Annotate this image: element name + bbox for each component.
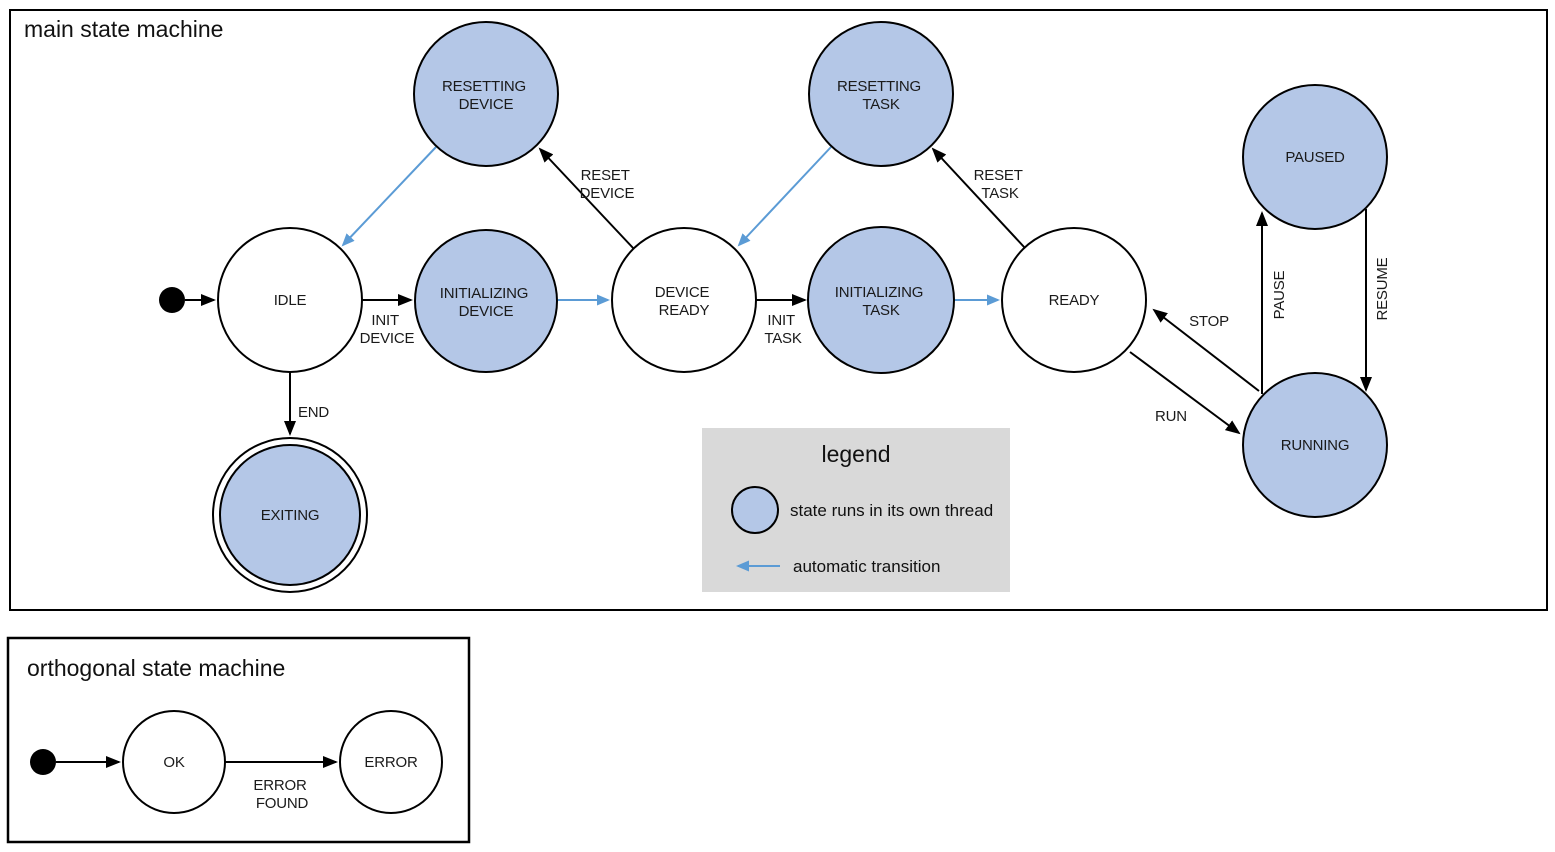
transition-label: RESET TASK xyxy=(974,167,1027,202)
initial-state-dot xyxy=(159,287,185,313)
state-circle xyxy=(807,226,955,374)
transition-label: RESUME xyxy=(1374,257,1391,320)
transition-auto-resetting-device-to-idle xyxy=(341,146,437,247)
state-paused: PAUSED xyxy=(1242,84,1388,230)
state-circle xyxy=(808,21,954,167)
state-label: DEVICE READY xyxy=(655,284,714,319)
state-label: RUNNING xyxy=(1281,437,1350,454)
initial-state-dot xyxy=(30,749,56,775)
transition-reset-task: RESET TASK xyxy=(931,147,1027,249)
state-initializing-task: INITIALIZING TASK xyxy=(807,226,955,374)
orthogonal-panel-title: orthogonal state machine xyxy=(27,655,285,681)
state-circle xyxy=(217,227,363,373)
transition-label: INIT TASK xyxy=(764,312,801,347)
transition-resume: RESUME xyxy=(1360,209,1391,392)
transition-init-device: INIT DEVICE xyxy=(360,294,415,347)
state-circle xyxy=(1242,84,1388,230)
state-resetting-task: RESETTING TASK xyxy=(808,21,954,167)
transition-end: END xyxy=(284,372,330,436)
state-idle: IDLE xyxy=(217,227,363,373)
state-label: RESETTING TASK xyxy=(837,78,925,113)
state-circle xyxy=(122,710,226,814)
state-label: EXITING xyxy=(261,507,320,524)
state-label: RESETTING DEVICE xyxy=(442,78,530,113)
state-label: INITIALIZING DEVICE xyxy=(440,285,532,320)
legend: legend state runs in its own thread auto… xyxy=(702,428,1010,592)
legend-auto-label: automatic transition xyxy=(793,557,940,576)
state-label: INITIALIZING TASK xyxy=(835,284,927,319)
state-circle xyxy=(339,710,443,814)
state-initializing-device: INITIALIZING DEVICE xyxy=(414,229,558,373)
transition-stop: STOP xyxy=(1152,308,1260,392)
transition-label: INIT DEVICE xyxy=(360,312,415,347)
transition-label: PAUSE xyxy=(1271,270,1288,319)
state-label: IDLE xyxy=(274,292,307,309)
state-ok: OK xyxy=(122,710,226,814)
state-resetting-device: RESETTING DEVICE xyxy=(413,21,559,167)
state-label: PAUSED xyxy=(1285,149,1345,166)
transition-auto-resetting-task-to-device-ready xyxy=(737,146,832,247)
state-error: ERROR xyxy=(339,710,443,814)
state-running: RUNNING xyxy=(1242,372,1388,518)
transition-label: STOP xyxy=(1189,313,1229,330)
transition-label: RESET DEVICE xyxy=(580,167,635,202)
transition-init-task: INIT TASK xyxy=(756,294,807,347)
main-panel-title: main state machine xyxy=(24,16,223,42)
state-circle xyxy=(611,227,757,373)
state-label: ERROR xyxy=(364,754,418,771)
transition-reset-device: RESET DEVICE xyxy=(538,147,635,250)
state-circle xyxy=(414,229,558,373)
transition-run: RUN xyxy=(1129,351,1241,435)
state-label: READY xyxy=(1049,292,1100,309)
state-circle xyxy=(413,21,559,167)
state-ready: READY xyxy=(1001,227,1147,373)
transition-label: ERROR FOUND xyxy=(253,777,310,812)
legend-thread-label: state runs in its own thread xyxy=(790,501,993,520)
state-circle xyxy=(1001,227,1147,373)
transition-label: RUN xyxy=(1155,408,1187,425)
state-label: OK xyxy=(163,754,184,771)
threaded-state-swatch-icon xyxy=(731,486,779,534)
state-circle xyxy=(1242,372,1388,518)
state-device-ready: DEVICE READY xyxy=(611,227,757,373)
orthogonal-state-machine-panel: orthogonal state machine ERROR FOUND OK … xyxy=(6,636,471,844)
transition-error-found: ERROR FOUND xyxy=(225,756,338,812)
transition-label: END xyxy=(298,404,329,421)
main-state-machine-panel: main state machine INIT DEVICE RESET DEV… xyxy=(9,9,1548,611)
legend-title: legend xyxy=(821,441,890,467)
transition-pause: PAUSE xyxy=(1256,211,1288,394)
state-exiting-final: EXITING xyxy=(212,437,368,593)
state-circle xyxy=(219,444,361,586)
